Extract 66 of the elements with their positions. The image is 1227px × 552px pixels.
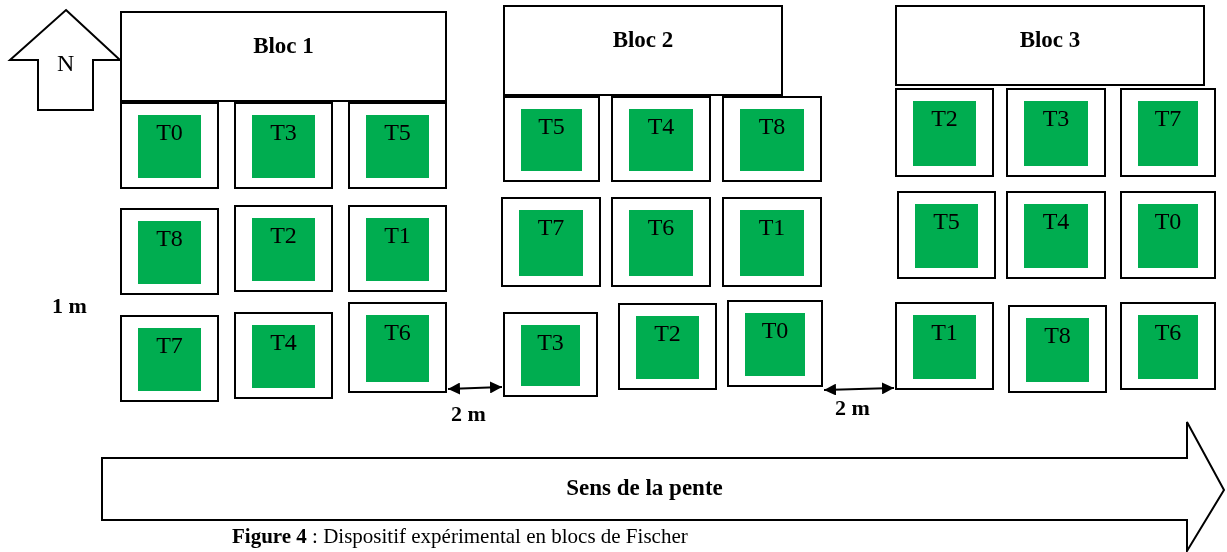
plot-box: [348, 302, 447, 393]
treatment-square: T7: [519, 210, 583, 276]
plot-box: [611, 197, 711, 287]
treatment-square: T4: [1024, 204, 1088, 268]
plot-box: [234, 205, 333, 292]
block-header-box: [895, 5, 1205, 86]
treatment-square: T5: [366, 115, 429, 178]
treatment-square: T7: [138, 328, 201, 391]
plot-box: [722, 197, 822, 287]
double-arrow: [447, 381, 503, 395]
treatment-square: T5: [915, 204, 978, 268]
treatment-square: T8: [138, 221, 201, 284]
double-arrow: [823, 382, 895, 396]
block-title: Bloc 3: [1019, 27, 1081, 54]
plot-box: [348, 102, 447, 189]
plot-box: [722, 96, 822, 182]
treatment-square: T2: [636, 316, 699, 379]
treatment-square: T6: [629, 210, 693, 276]
treatment-square: T0: [138, 115, 201, 178]
plot-box: [120, 102, 219, 189]
treatment-square: T2: [913, 101, 976, 166]
treatment-square: T8: [740, 109, 804, 171]
dimension-label: 1 m: [52, 293, 87, 319]
plot-box: [895, 302, 994, 390]
plot-box: [1006, 88, 1106, 177]
plot-box: [234, 312, 333, 399]
treatment-square: T6: [366, 315, 429, 382]
treatment-square: T2: [252, 218, 315, 281]
block-header-box: [120, 11, 447, 102]
treatment-square: T0: [745, 313, 805, 376]
plot-box: [1120, 88, 1216, 177]
plot-box: [1006, 191, 1106, 279]
plot-box: [727, 300, 823, 387]
plot-box: [1120, 191, 1216, 279]
treatment-square: T1: [366, 218, 429, 281]
plot-box: [503, 312, 598, 397]
treatment-square: T3: [1024, 101, 1088, 166]
plot-box: [120, 208, 219, 295]
plot-box: [1120, 302, 1216, 390]
plot-box: [503, 96, 600, 182]
treatment-square: T4: [252, 325, 315, 388]
treatment-square: T8: [1026, 318, 1089, 382]
treatment-square: T1: [913, 315, 976, 379]
treatment-square: T3: [252, 115, 315, 178]
north-label: N: [57, 50, 75, 77]
treatment-square: T0: [1138, 204, 1198, 268]
block-title: Bloc 2: [612, 27, 674, 54]
plot-box: [1008, 305, 1107, 393]
plot-box: [501, 197, 601, 287]
plot-box: [895, 88, 994, 177]
plot-box: [348, 205, 447, 292]
slope-label: Sens de la pente: [565, 475, 724, 501]
plot-box: [618, 303, 717, 390]
plot-box: [897, 191, 996, 279]
plot-box: [234, 102, 333, 189]
plot-box: [120, 315, 219, 402]
treatment-square: T4: [629, 109, 693, 171]
treatment-square: T3: [521, 325, 580, 386]
figure-caption: Figure 4 : Dispositif expérimental en blocs de Fischer: [232, 524, 688, 549]
treatment-square: T1: [740, 210, 804, 276]
block-title: Bloc 1: [253, 33, 314, 60]
treatment-square: T7: [1138, 101, 1198, 166]
block-header-box: [503, 5, 783, 96]
treatment-square: T5: [521, 109, 582, 171]
treatment-square: T6: [1138, 315, 1198, 379]
plot-box: [611, 96, 711, 182]
